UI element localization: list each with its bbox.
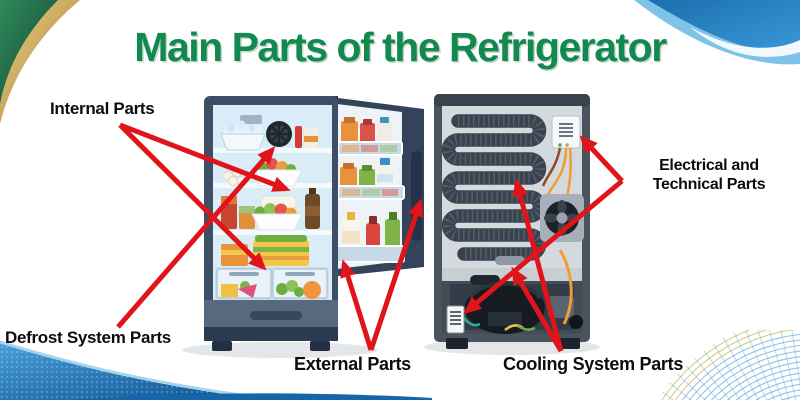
label-defrost-system-parts: Defrost System Parts [5, 328, 171, 348]
crisper-drawers [215, 267, 329, 300]
start-relay-box [447, 306, 464, 333]
fridge-door [326, 96, 424, 278]
arrow-external-to-door-bin [344, 264, 371, 350]
evaporator-fan-icon [266, 121, 292, 147]
refrigerator-back-illustration [434, 94, 590, 349]
label-internal-parts: Internal Parts [50, 99, 154, 119]
page-title: Main Parts of the Refrigerator [0, 24, 800, 71]
label-electrical-line2: Technical Parts [618, 176, 800, 195]
fridge-cabinet [204, 96, 338, 351]
label-cooling-system-parts: Cooling System Parts [503, 354, 683, 375]
label-external-parts: External Parts [294, 354, 411, 375]
label-electrical-line1: Electrical and [618, 157, 800, 176]
open-refrigerator-illustration [204, 96, 424, 351]
door-bin-bottom [336, 212, 404, 262]
label-electrical-technical-parts: Electrical and Technical Parts [618, 157, 800, 195]
